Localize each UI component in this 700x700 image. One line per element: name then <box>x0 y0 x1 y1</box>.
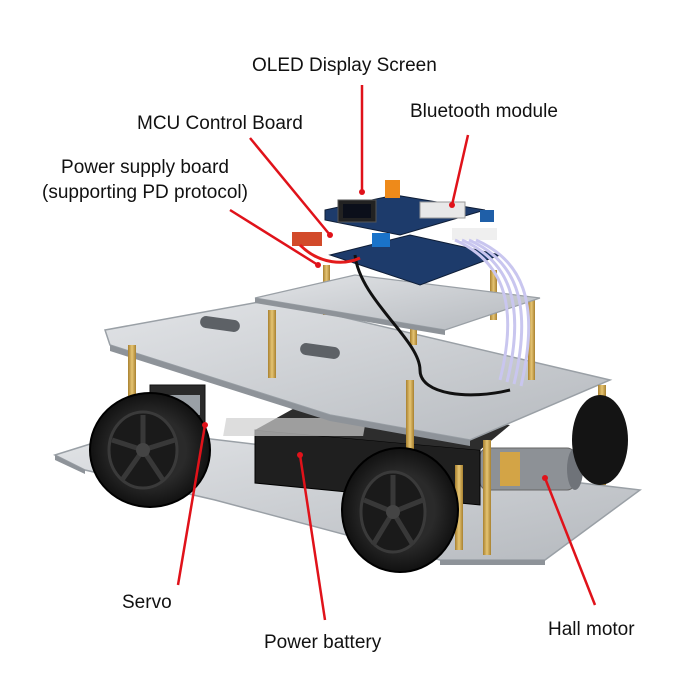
callout-mcu <box>249 137 331 236</box>
label-hall-motor: Hall motor <box>548 619 635 640</box>
wheel-icon <box>89 392 211 508</box>
label-power-supply-line1: Power supply board <box>61 157 229 178</box>
label-power-supply-board: Power supply board (supporting PD protoc… <box>20 155 270 205</box>
label-bluetooth-module: Bluetooth module <box>410 101 558 122</box>
callout-bluetooth <box>450 134 470 206</box>
callout-lines <box>176 85 597 621</box>
callout-dots <box>202 189 548 481</box>
label-oled-display-screen: OLED Display Screen <box>252 55 437 76</box>
label-servo: Servo <box>122 592 172 613</box>
wheel-icon <box>572 395 628 485</box>
hall-motor <box>479 447 583 491</box>
callout-power-supply <box>229 208 319 267</box>
middle-plate <box>104 299 613 446</box>
ribbon-cable <box>454 238 531 387</box>
label-power-battery: Power battery <box>264 632 382 653</box>
top-plate <box>254 274 541 335</box>
pcb-stack <box>292 180 502 286</box>
black-cable <box>353 254 511 397</box>
callout-battery <box>298 454 327 621</box>
callout-hall-motor <box>543 477 597 606</box>
label-mcu-control-board: MCU Control Board <box>137 113 303 134</box>
wheel-icon <box>341 447 459 573</box>
callout-servo <box>176 424 207 586</box>
red-wire <box>298 243 361 264</box>
label-power-supply-line2: (supporting PD protocol) <box>42 182 248 203</box>
